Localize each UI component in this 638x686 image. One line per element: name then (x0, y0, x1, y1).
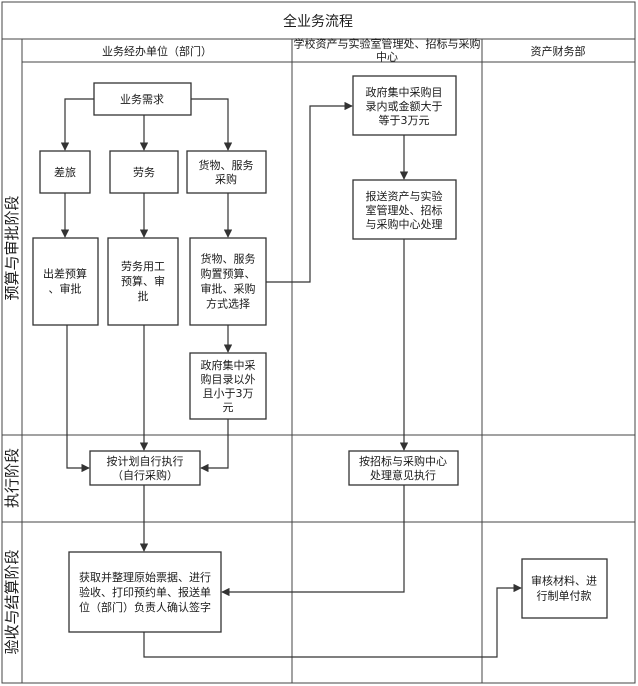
box-audit (521, 558, 608, 619)
box-goods-budget-text: 货物、服务购置预算、审批、采购方式选择 (201, 252, 256, 311)
phase-label-exec: 执行阶段 (3, 448, 21, 508)
arrow-tender-exec-to-collect (221, 485, 405, 597)
box-tender-exec (348, 450, 459, 486)
box-gov-outside (189, 352, 267, 420)
box-travel (39, 150, 91, 194)
box-travel-budget-text: 出差预算、审批 (43, 267, 87, 296)
box-labor-budget (107, 237, 179, 326)
box-audit-text: 审核材料、进行制单付款 (531, 574, 597, 603)
box-tender-exec-text: 按招标与采购中心处理意见执行 (359, 454, 447, 482)
box-travel-text: 差旅 (54, 165, 76, 179)
box-labor-budget-text: 劳务用工预算、审批 (121, 260, 165, 303)
box-gov-outside-text: 政府集中采购目录以外且小于3万元 (201, 358, 256, 414)
arrow-collect-to-audit (143, 583, 522, 658)
box-goods (186, 150, 267, 194)
lane-header-finance: 资产财务部 (531, 44, 586, 58)
box-need (93, 82, 192, 116)
arrow-budget-to-gov-inside (266, 101, 353, 283)
arrow-need-to-travel (60, 98, 94, 151)
box-report-text: 报送资产与实验室管理处、招标与采购中心处理 (366, 189, 443, 231)
phase-label-budget: 预算与审批阶段 (3, 195, 21, 300)
box-travel-budget (32, 237, 99, 326)
lane-header-dept: 业务经办单位（部门） (102, 44, 212, 58)
box-labor (109, 150, 179, 194)
box-report (352, 179, 457, 240)
arrow-need-to-goods (191, 98, 233, 151)
box-gov-inside (352, 75, 457, 136)
box-gov-inside-text: 政府集中采购目录内或金额大于等于3万元 (366, 85, 443, 127)
box-goods-budget (189, 237, 267, 326)
box-self-exec (89, 450, 201, 486)
box-self-exec-text: 按计划自行执行（自行采购） (107, 454, 184, 482)
box-goods-text: 货物、服务采购 (199, 158, 254, 186)
box-collect-text: 获取并整理原始票据、进行验收、打印预约单、报送单位（部门）负责人确认签字 (79, 570, 211, 614)
lane-header-asset: 学校资产与实验室管理处、招标与采购中心 (294, 37, 481, 64)
arrow-travel-budget-to-self-exec (66, 325, 90, 473)
box-need-text: 业务需求 (120, 93, 164, 106)
box-labor-text: 劳务 (133, 166, 155, 179)
arrow-gov-outside-to-self-exec (200, 419, 229, 473)
phase-label-settle: 验收与结算阶段 (3, 549, 21, 654)
box-collect (68, 551, 222, 633)
diagram-title: 全业务流程 (283, 13, 353, 30)
